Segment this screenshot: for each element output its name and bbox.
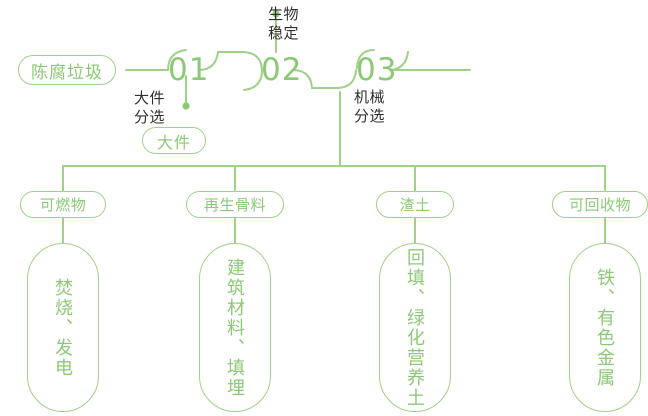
annotation-stage-03: 机械 分选 xyxy=(354,89,386,125)
output-node-daijian-label: 大件 xyxy=(157,134,192,152)
category-pill-3[interactable]: 渣土 xyxy=(376,191,454,218)
category-pill-1-label: 可燃物 xyxy=(39,197,87,214)
category-pill-4-label: 可回收物 xyxy=(568,197,631,214)
arc-01-right xyxy=(199,51,219,71)
category-pill-4[interactable]: 可回收物 xyxy=(552,191,648,218)
dot-bio-stem xyxy=(272,10,280,18)
annotation-stage-01: 大件 分选 xyxy=(134,90,166,126)
arc-01-left xyxy=(167,49,187,71)
category-pill-2[interactable]: 再生骨料 xyxy=(186,191,284,218)
detail-box-4-text: 铁、有色金属 xyxy=(595,267,615,388)
category-pill-3-label: 渣土 xyxy=(399,197,431,214)
source-node-label: 陈腐垃圾 xyxy=(31,62,103,82)
source-node-chenfu-laji[interactable]: 陈腐垃圾 xyxy=(18,55,116,85)
category-pill-2-label: 再生骨料 xyxy=(203,197,266,214)
arc-03-left-up xyxy=(337,69,357,89)
stage-number-01[interactable]: 01 xyxy=(168,52,210,88)
output-node-daijian[interactable]: 大件 xyxy=(142,127,207,154)
detail-box-2-text: 建筑材料、填埋 xyxy=(225,257,245,398)
arc-02-left-down xyxy=(243,51,263,71)
detail-box-1-text: 焚烧、发电 xyxy=(53,277,73,378)
detail-box-3[interactable]: 回填、绿化营养土 xyxy=(379,243,451,412)
arc-02-left-lower xyxy=(243,69,263,91)
arc-02-right xyxy=(293,69,313,89)
dot-bulky-stem xyxy=(182,102,190,110)
detail-box-4[interactable]: 铁、有色金属 xyxy=(569,243,641,412)
arc-03-left-upper xyxy=(338,50,356,70)
category-pill-1[interactable]: 可燃物 xyxy=(20,191,106,218)
detail-box-2[interactable]: 建筑材料、填埋 xyxy=(199,243,271,412)
detail-box-1[interactable]: 焚烧、发电 xyxy=(27,243,99,412)
stage-number-02[interactable]: 02 xyxy=(261,52,303,88)
detail-box-3-text: 回填、绿化营养土 xyxy=(405,247,425,408)
annotation-stage-02: 生物 稳定 xyxy=(268,6,300,42)
stage-number-03[interactable]: 03 xyxy=(356,52,398,88)
arc-03-top xyxy=(356,49,375,69)
